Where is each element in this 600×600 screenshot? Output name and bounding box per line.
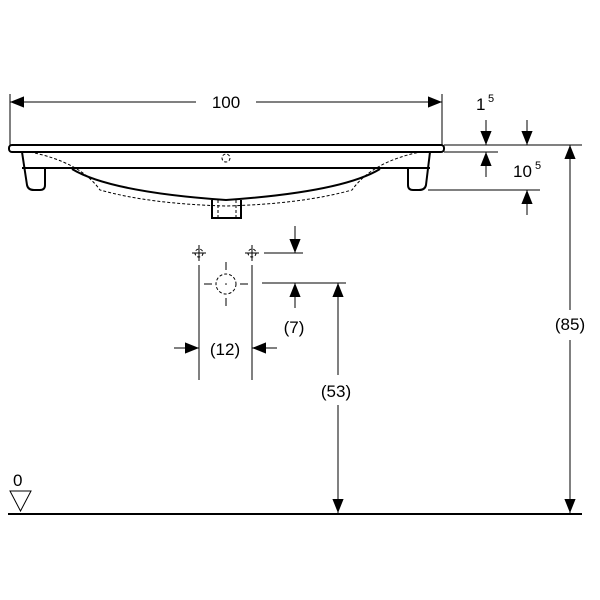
tap-offset-label: (7) — [284, 318, 305, 337]
total-height-dimension: (85) — [555, 145, 585, 513]
depth-label: 10 — [513, 162, 532, 181]
rim-depth-dimensions: 1 5 10 5 — [428, 93, 582, 215]
width-dimension: 100 — [9, 93, 443, 145]
overflow-icon — [221, 153, 231, 163]
level-marker-icon — [9, 490, 32, 513]
crosshair-icon — [192, 245, 206, 261]
depth-sup: 5 — [535, 160, 541, 172]
floor-line: 0 — [8, 471, 582, 515]
drain-height-label: (53) — [321, 382, 351, 401]
rim-thickness-sup: 5 — [488, 93, 494, 105]
tap-spacing-label: (12) — [210, 340, 240, 359]
total-height-label: (85) — [555, 315, 585, 334]
rim-thickness-label: 1 — [476, 95, 485, 114]
drain-height-dimension: (53) — [321, 283, 351, 513]
drain-position-icon — [204, 262, 248, 306]
width-label: 100 — [212, 93, 240, 112]
floor-level-label: 0 — [13, 471, 22, 490]
crosshair-icon — [245, 245, 259, 261]
basin-side-view — [8, 144, 445, 219]
tap-positions: (7) (12) — [174, 226, 346, 380]
